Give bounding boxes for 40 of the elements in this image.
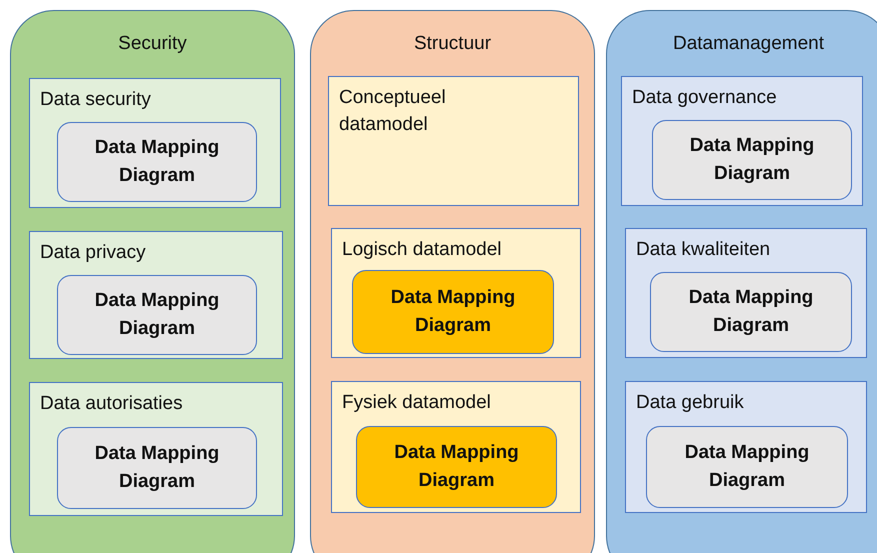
section-box xyxy=(29,78,281,208)
section-title: Data security xyxy=(40,88,152,112)
box-label: Data Mapping Diagram xyxy=(393,440,520,493)
panel-title: Datamanagement xyxy=(672,33,826,55)
diagram-box xyxy=(352,270,554,354)
section-box xyxy=(625,228,867,358)
group-panel xyxy=(310,10,595,553)
box-label: Data Mapping Diagram xyxy=(390,286,516,338)
section-title: Logisch datamodel xyxy=(342,238,502,262)
box-label: Data Mapping Diagram xyxy=(684,440,810,493)
section-box xyxy=(625,381,867,513)
diagram-box xyxy=(57,122,257,202)
section-title: Data governance xyxy=(632,86,778,110)
box-label: Data Mapping Diagram xyxy=(688,286,814,338)
section-title: Data gebruik xyxy=(636,391,745,415)
group-panel xyxy=(606,10,877,553)
group-panel xyxy=(10,10,295,553)
box-label: Data Mapping Diagram xyxy=(94,288,220,341)
section-box xyxy=(331,228,581,358)
box-label: Data Mapping Diagram xyxy=(94,136,220,188)
panel-title: Security xyxy=(117,33,188,55)
section-box xyxy=(328,76,579,206)
section-box xyxy=(331,381,581,513)
diagram-box xyxy=(57,427,257,509)
diagram-box xyxy=(356,426,557,508)
diagram-box xyxy=(650,272,852,352)
section-title: Fysiek datamodel xyxy=(342,391,492,415)
panel-title: Structuur xyxy=(412,33,492,55)
box-label: Data Mapping Diagram xyxy=(94,442,220,494)
section-box xyxy=(29,231,283,359)
box-label: Data Mapping Diagram xyxy=(688,134,816,186)
diagram-box xyxy=(646,426,848,508)
section-title: Data privacy xyxy=(40,241,147,265)
section-box xyxy=(621,76,863,206)
diagram-box xyxy=(652,120,852,200)
section-title: Data kwaliteiten xyxy=(636,238,772,262)
section-title: Data autorisaties xyxy=(40,392,184,416)
section-box xyxy=(29,382,283,516)
diagram-box xyxy=(57,275,257,355)
section-title: Conceptueel datamodel xyxy=(339,86,447,137)
